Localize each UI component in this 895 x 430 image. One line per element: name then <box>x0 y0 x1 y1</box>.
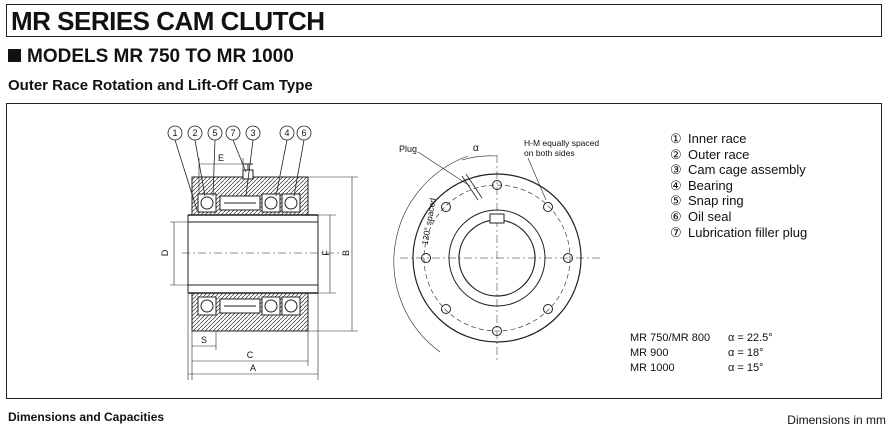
dim-c: C <box>247 350 254 360</box>
alpha-row: MR 750/MR 800 α = 22.5° <box>630 331 773 346</box>
dimension-lines <box>170 158 358 380</box>
hm-label-line2: on both sides <box>524 148 575 158</box>
callout-7: 7 <box>230 128 235 138</box>
parts-legend: ① Inner race ② Outer race ③ Cam cage assemb… <box>670 131 807 240</box>
alpha-value: α = 18° <box>728 347 764 359</box>
alpha-model: MR 1000 <box>630 362 675 374</box>
dim-e: E <box>218 153 224 163</box>
subtitle: Outer Race Rotation and Lift-Off Cam Typ… <box>8 77 313 94</box>
legend-number: ③ <box>670 162 682 178</box>
front-view-labels: Plug α H-M equally spaced on both sides … <box>399 138 599 246</box>
legend-item: ③ Cam cage assembly <box>670 162 807 178</box>
alpha-model: MR 750/MR 800 <box>630 332 711 344</box>
callout-1: 1 <box>172 128 177 138</box>
dim-a: A <box>250 363 256 373</box>
callout-bubbles <box>167 125 312 211</box>
legend-item: ① Inner race <box>670 131 807 147</box>
hm-label-line1: H-M equally spaced <box>524 138 599 148</box>
legend-item: ④ Bearing <box>670 178 807 194</box>
legend-label: Inner race <box>688 131 747 146</box>
dimension-labels: E D F B S C A <box>160 153 351 373</box>
legend-number: ⑤ <box>670 193 682 209</box>
legend-label: Lubrication filler plug <box>688 224 808 240</box>
section-heading: Dimensions and Capacities <box>8 410 165 424</box>
legend-label: Cam cage assembly <box>688 162 806 178</box>
dim-s: S <box>201 335 207 345</box>
drawing-frame <box>6 103 882 399</box>
callout-numbers: 1 2 5 7 3 4 6 <box>172 128 306 138</box>
legend-number: ② <box>670 146 682 162</box>
section-view <box>182 163 340 332</box>
legend-item: ⑥ Oil seal <box>670 209 807 225</box>
title-bar: MR SERIES CAM CLUTCH <box>6 4 882 37</box>
legend-number: ⑥ <box>670 208 682 224</box>
models-heading: MODELS MR 750 TO MR 1000 <box>8 46 294 68</box>
callout-5: 5 <box>212 128 217 138</box>
page-title: MR SERIES CAM CLUTCH <box>11 6 325 36</box>
alpha-label: α <box>473 143 479 154</box>
alpha-table: MR 750/MR 800 α = 22.5° MR 900 α = 18° MR … <box>630 331 773 376</box>
legend-item: ⑤ Snap ring <box>670 193 807 209</box>
bullet-square-icon <box>8 49 21 62</box>
units-note: Dimensions in mm <box>787 413 886 427</box>
dim-b: B <box>341 250 351 256</box>
front-view <box>393 151 600 360</box>
alpha-value: α = 15° <box>728 362 764 374</box>
legend-number: ⑦ <box>670 224 682 240</box>
legend-number: ④ <box>670 177 682 193</box>
alpha-model: MR 900 <box>630 347 669 359</box>
dim-f: F <box>321 250 331 256</box>
callout-6: 6 <box>301 128 306 138</box>
dim-d: D <box>160 249 170 256</box>
callout-2: 2 <box>192 128 197 138</box>
alpha-row: MR 900 α = 18° <box>630 346 773 361</box>
models-text: MODELS MR 750 TO MR 1000 <box>27 46 294 67</box>
legend-label: Outer race <box>688 146 750 162</box>
legend-label: Snap ring <box>688 193 744 209</box>
legend-item: ② Outer race <box>670 147 807 163</box>
spaced-label: 120° spaced <box>420 197 438 246</box>
legend-label: Bearing <box>688 177 733 193</box>
legend-label: Oil seal <box>688 208 732 224</box>
callout-3: 3 <box>250 128 255 138</box>
legend-number: ① <box>670 131 682 146</box>
alpha-value: α = 22.5° <box>728 332 773 344</box>
plug-label: Plug <box>399 144 417 154</box>
legend-item: ⑦ Lubrication filler plug <box>670 225 807 241</box>
alpha-row: MR 1000 α = 15° <box>630 361 773 376</box>
callout-4: 4 <box>284 128 289 138</box>
